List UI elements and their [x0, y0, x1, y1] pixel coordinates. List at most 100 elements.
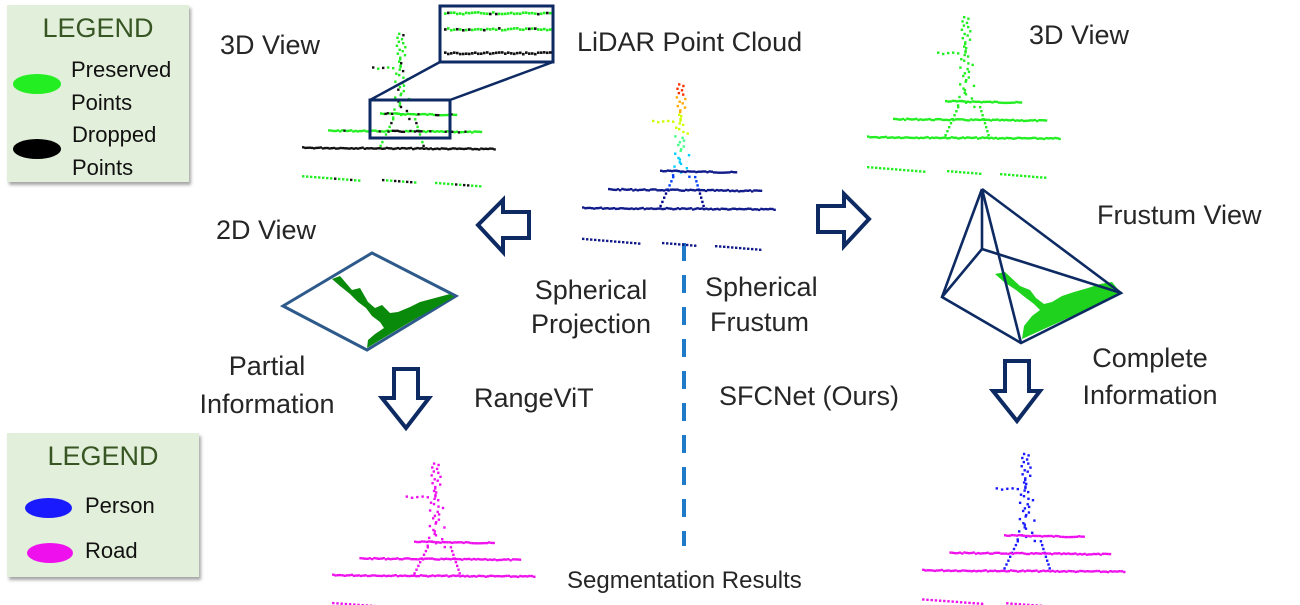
lidar-point [322, 177, 324, 179]
segmented-point [441, 538, 443, 540]
segmented-point [1098, 570, 1100, 572]
lidar-point [724, 171, 726, 173]
segmented-point [1018, 534, 1020, 536]
segmented-point [1086, 570, 1088, 572]
segmented-point [449, 541, 451, 543]
lidar-point [730, 171, 732, 173]
lidar-point [1054, 137, 1056, 139]
segmented-point [1025, 535, 1027, 537]
segmented-point [433, 470, 435, 472]
inset-point [507, 28, 510, 31]
segmented-point [485, 576, 487, 578]
segmented-point [1047, 563, 1049, 565]
lidar-point [679, 141, 681, 143]
segmented-point [977, 552, 979, 554]
lidar-point [963, 60, 965, 62]
segmented-point [1017, 488, 1019, 490]
lidar-point [482, 148, 484, 150]
segmented-point [1093, 570, 1095, 572]
lidar-point [322, 147, 324, 149]
segmented-point [1088, 553, 1090, 555]
segmented-point [1046, 552, 1048, 554]
inset-point [546, 51, 549, 54]
segmented-point [978, 570, 980, 572]
lidar-point [957, 118, 959, 120]
segmented-point [1060, 553, 1062, 555]
segmented-point [431, 474, 433, 476]
lidar-point [465, 148, 467, 150]
lidar-point [685, 208, 687, 210]
segmented-point [433, 541, 435, 543]
inset-point [477, 28, 480, 31]
segmented-point [1001, 488, 1003, 490]
segmented-point [1118, 570, 1120, 572]
lidar-point [684, 106, 686, 108]
lidar-point [663, 189, 665, 191]
lidar-point [957, 137, 959, 139]
segmented-point [991, 553, 993, 555]
lidar-point [346, 147, 348, 149]
lidar-point [733, 190, 735, 192]
lidar-point [1028, 175, 1030, 177]
lidar-point [1004, 173, 1006, 175]
inset-point [492, 28, 495, 31]
segmented-point [1006, 488, 1008, 490]
segmented-point [437, 480, 439, 482]
lidar-point [714, 190, 716, 192]
segmented-point [435, 534, 437, 536]
lidar-point [641, 207, 643, 209]
lidar-point [950, 122, 952, 124]
lidar-point [476, 148, 478, 150]
lidar-point [402, 180, 404, 182]
segmented-point [948, 569, 950, 571]
lidar-point [988, 119, 990, 121]
lidar-point [963, 24, 965, 26]
lidar-point [335, 147, 337, 149]
lidar-point [678, 243, 680, 245]
segmented-point [1114, 570, 1116, 572]
lidar-point [630, 242, 632, 244]
segmented-point [1024, 570, 1026, 572]
segmented-point [950, 570, 952, 572]
lidar-point [652, 120, 654, 122]
segmented-point [985, 569, 987, 571]
lidar-point [951, 136, 953, 138]
lidar-point [740, 208, 742, 210]
segmented-point [469, 542, 471, 544]
lidar-point [1041, 137, 1043, 139]
inset-point [471, 52, 474, 55]
lidar-point [727, 208, 729, 210]
segmented-point [434, 575, 436, 577]
segmented-point [408, 557, 410, 559]
lidar-point [1034, 137, 1036, 139]
lidar-point [681, 207, 683, 209]
segmented-point [1025, 528, 1027, 530]
segmented-point [966, 570, 968, 572]
segmented-point [524, 575, 526, 577]
lidar-point [1001, 137, 1003, 139]
segmented-point [332, 574, 334, 576]
segmented-point [466, 575, 468, 577]
lidar-point [979, 137, 981, 139]
lidar-point [1009, 102, 1011, 104]
lidar-point [460, 148, 462, 150]
lidar-point [704, 170, 706, 172]
lidar-point [987, 134, 989, 136]
segmented-point [470, 558, 472, 560]
segmented-point [515, 575, 517, 577]
segmented-point [493, 558, 495, 560]
segmented-point [360, 575, 362, 577]
segmented-point [1031, 532, 1033, 534]
lidar-point [675, 170, 677, 172]
segmented-point [383, 557, 385, 559]
lidar-point [670, 180, 672, 182]
lidar-point [705, 190, 707, 192]
lidar-point [942, 53, 944, 55]
lidar-point [713, 171, 715, 173]
lidar-point [975, 172, 977, 174]
lidar-point [357, 147, 359, 149]
lidar-point [676, 96, 678, 98]
segmented-point [1112, 570, 1114, 572]
lidar-point [1050, 137, 1052, 139]
segmented-point [952, 600, 954, 602]
